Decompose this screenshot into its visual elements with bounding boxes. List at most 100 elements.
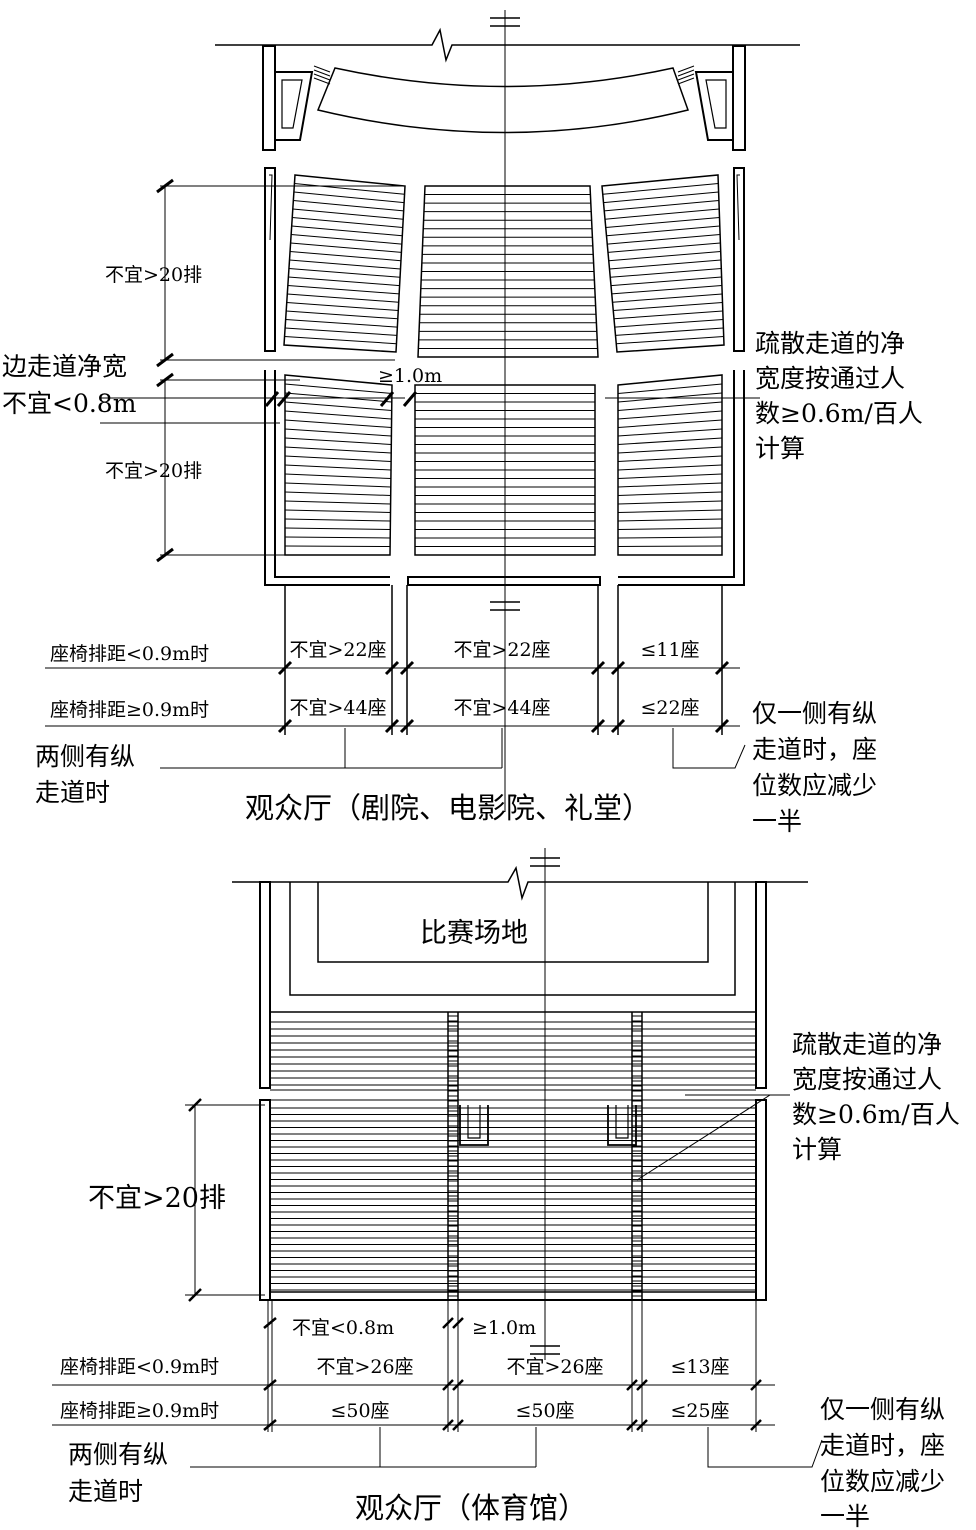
seat-row-line	[284, 464, 392, 471]
seat-row-line	[287, 285, 400, 295]
gym-evac-line1: 疏散走道的净	[792, 1030, 942, 1059]
seat-row-line	[617, 518, 723, 522]
theater-caption: 观众厅（剧院、电影院、礼堂）	[245, 791, 651, 825]
seat-row-line	[613, 302, 723, 311]
gym-row-b-label: 座椅排距≥0.9m时	[60, 1400, 219, 1422]
gym-aisle-min: ≥1.0m	[472, 1317, 536, 1339]
theater-evac-line2: 宽度按通过人	[755, 364, 905, 393]
gym-row-b-cell-3: ≤25座	[670, 1400, 729, 1422]
gym-one-side-line1: 仅一侧有纵	[820, 1395, 945, 1424]
seat-row-line	[284, 455, 392, 462]
seat-row-line	[284, 336, 397, 345]
gym-row-a-cell-1: 不宜>26座	[316, 1356, 413, 1378]
seat-row-line	[292, 217, 403, 228]
seat-row-line	[284, 482, 391, 488]
theater-row-b-label: 座椅排距≥0.9m时	[50, 699, 209, 721]
theater-row-a-cell-2: 不宜>22座	[453, 639, 550, 661]
theater-side-aisle-line1: 边走道净宽	[2, 352, 127, 381]
seat-row-line	[293, 200, 404, 212]
theater-row-a-cell-3: ≤11座	[640, 639, 699, 661]
seat-row-line	[284, 518, 391, 522]
seat-row-line	[288, 268, 401, 278]
seat-row-line	[285, 319, 398, 328]
seat-row-line	[292, 208, 404, 220]
seat-row-line	[285, 327, 397, 336]
seat-row-line	[617, 401, 723, 411]
seat-row-line	[617, 419, 723, 428]
seat-row-line	[616, 336, 724, 345]
seat-row-line	[290, 251, 401, 262]
seat-row-line	[617, 437, 723, 445]
gym-side-aisle: 不宜<0.8m	[292, 1317, 394, 1339]
seat-row-line	[617, 410, 723, 420]
seat-row-line	[610, 276, 722, 287]
seat-row-line	[284, 527, 391, 530]
seat-row-line	[607, 242, 721, 253]
theater-side-aisle-line2: 不宜<0.8m	[2, 389, 137, 418]
gym-row-a-cell-3: ≤13座	[670, 1356, 729, 1378]
seat-row-line	[617, 527, 723, 530]
seat-row-line	[284, 545, 391, 547]
seat-row-line	[294, 183, 405, 195]
seat-row-line	[612, 293, 723, 303]
seat-row-line	[608, 251, 721, 262]
seat-row-line	[617, 455, 723, 462]
theater-one-side-line2: 走道时，座	[752, 735, 877, 764]
gym-field-label: 比赛场地	[420, 918, 528, 949]
seat-row-line	[288, 276, 400, 287]
gym-evac-line2: 宽度按通过人	[792, 1065, 942, 1094]
seat-row-line	[611, 285, 722, 295]
theater-rows-limit-lower: 不宜>20排	[105, 460, 202, 482]
seat-row-line	[284, 383, 392, 394]
gym-both-sides-line2: 走道时	[68, 1477, 143, 1506]
seat-row-line	[613, 310, 723, 320]
theater-row-b-cell-1: 不宜>44座	[289, 697, 386, 719]
seat-row-line	[284, 446, 392, 454]
seat-row-line	[284, 491, 391, 496]
seat-row-line	[609, 259, 722, 270]
theater-evac-line4: 计算	[755, 434, 805, 463]
seat-row-line	[284, 473, 391, 479]
seat-row-line	[284, 536, 391, 539]
seat-row-line	[293, 191, 405, 204]
seat-row-line	[291, 225, 403, 237]
theater-row-b-cell-3: ≤22座	[640, 697, 699, 719]
seat-row-line	[284, 401, 392, 411]
theater-row-a-cell-1: 不宜>22座	[289, 639, 386, 661]
seat-row-line	[617, 464, 723, 471]
seat-row-line	[604, 200, 719, 212]
theater-rows-limit-upper: 不宜>20排	[105, 264, 202, 286]
seat-row-line	[284, 428, 392, 437]
seat-row-line	[284, 419, 392, 428]
theater-row-b-cell-2: 不宜>44座	[453, 697, 550, 719]
seat-row-line	[284, 500, 391, 505]
seat-row-line	[617, 500, 723, 505]
gym-both-sides-line1: 两侧有纵	[68, 1440, 168, 1469]
seat-row-line	[617, 482, 723, 488]
seat-row-line	[289, 259, 401, 270]
gym-row-a-cell-2: 不宜>26座	[506, 1356, 603, 1378]
theater-one-side-line3: 位数应减少	[752, 771, 877, 800]
seat-row-line	[614, 319, 724, 328]
theater-both-sides-line1: 两侧有纵	[35, 742, 135, 771]
theater-one-side-line1: 仅一侧有纵	[752, 699, 877, 728]
gym-row-b-cell-2: ≤50座	[515, 1400, 574, 1422]
theater-plan	[45, 10, 800, 812]
seat-row-line	[286, 310, 398, 320]
theater-evac-line3: 数≥0.6m/百人	[755, 399, 923, 428]
seat-row-line	[605, 217, 720, 228]
seat-row-line	[617, 473, 723, 479]
seat-row-line	[291, 234, 402, 245]
seat-row-line	[603, 191, 719, 204]
gym-rows-limit: 不宜>20排	[88, 1183, 226, 1214]
theater-aisle-min: ≥1.0m	[378, 365, 442, 387]
theater-both-sides-line2: 走道时	[35, 778, 110, 807]
seat-row-line	[286, 302, 399, 311]
gym-one-side-line3: 位数应减少	[820, 1467, 945, 1496]
seat-row-line	[615, 327, 724, 336]
seat-row-line	[284, 509, 391, 513]
seat-row-line	[617, 383, 723, 394]
seat-row-line	[606, 225, 720, 237]
seat-row-line	[607, 234, 721, 245]
